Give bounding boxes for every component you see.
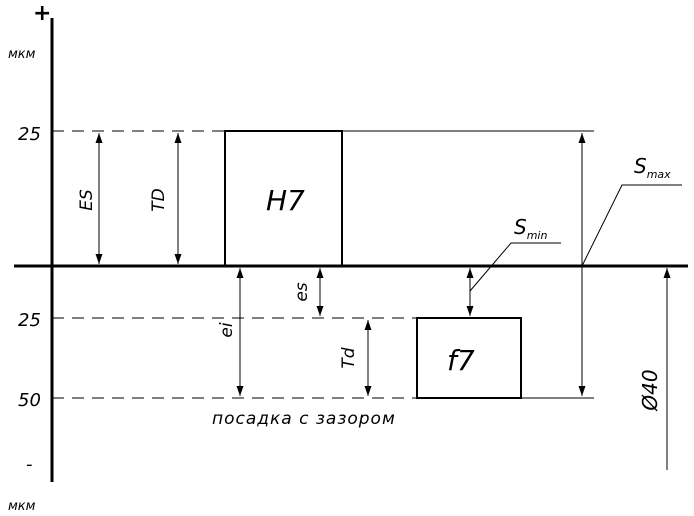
shaft-zone-rect	[416, 317, 522, 399]
unit-label-top: мкм	[8, 47, 36, 62]
hole-zone-label: H7	[266, 184, 305, 217]
minus-sign: -	[26, 454, 33, 475]
tick-label-50: 50	[18, 390, 41, 411]
s-max-label: Smax	[634, 154, 671, 181]
hole-zone-rect	[224, 130, 343, 267]
ei-label: ei	[217, 322, 237, 337]
s-min-label: Smin	[514, 215, 547, 242]
tick-label-25-upper: 25	[18, 124, 41, 145]
shaft-zone-label: f7	[447, 344, 475, 377]
plus-sign: +	[33, 1, 51, 26]
td-shaft-label: Td	[339, 347, 359, 368]
unit-label-bottom: мкм	[8, 499, 36, 514]
tick-label-25-lower: 25	[18, 310, 41, 331]
es-shaft-label: es	[292, 282, 312, 301]
s-max-leader	[581, 184, 682, 267]
fit-caption: посадка с зазором	[212, 409, 396, 429]
s-min-leader	[469, 242, 561, 292]
es-upper-label: ES	[77, 189, 97, 211]
td-label: TD	[149, 188, 169, 211]
diameter-label: Ø40	[638, 369, 662, 411]
